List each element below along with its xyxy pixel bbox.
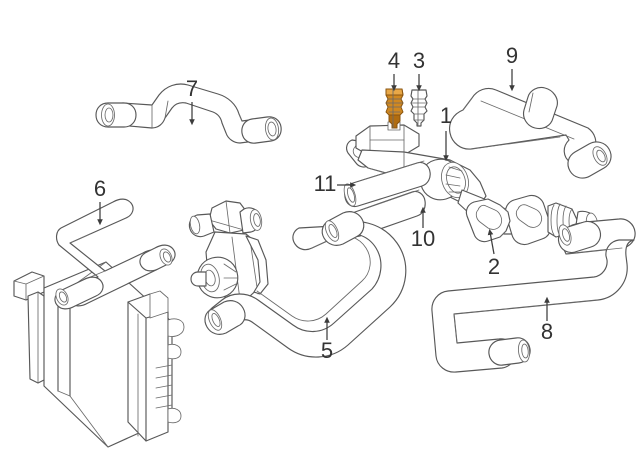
callout-number-7: 7	[186, 76, 198, 101]
callout-number-8: 8	[541, 319, 553, 344]
hose-6	[54, 198, 176, 310]
coolant-temperature-sensor-plain	[410, 89, 428, 127]
callout-layer: 1 2 34 5 6 7 8 9 10 11	[94, 43, 553, 363]
callout-number-3: 3	[413, 48, 425, 73]
manifold-flange-gasket	[465, 198, 511, 243]
callout-number-11: 11	[314, 171, 337, 196]
hose-5	[204, 211, 407, 358]
hose-7	[95, 83, 282, 144]
callout-5: 5	[321, 316, 333, 363]
callout-8: 8	[541, 296, 553, 344]
callout-7: 7	[186, 76, 198, 126]
callout-number-4: 4	[388, 48, 400, 73]
callout-number-6: 6	[94, 176, 106, 201]
callout-2: 2	[487, 228, 500, 279]
callout-9: 9	[506, 43, 518, 92]
callout-3: 3	[413, 48, 425, 92]
callout-number-1: 1	[440, 103, 452, 128]
callout-11: 11	[314, 171, 357, 196]
callout-6: 6	[94, 176, 106, 226]
hose-8	[431, 218, 636, 373]
radiator	[13, 261, 185, 448]
callout-4: 4	[388, 48, 400, 92]
callout-1: 1	[440, 103, 452, 162]
water-pump	[188, 200, 269, 301]
callout-10: 10	[411, 206, 435, 251]
callout-number-9: 9	[506, 43, 518, 68]
callout-number-2: 2	[488, 254, 500, 279]
hose-11	[343, 160, 431, 208]
callout-number-10: 10	[411, 226, 435, 251]
hose-9	[449, 86, 612, 179]
callout-leader-2	[487, 228, 495, 255]
callout-number-5: 5	[321, 338, 333, 363]
